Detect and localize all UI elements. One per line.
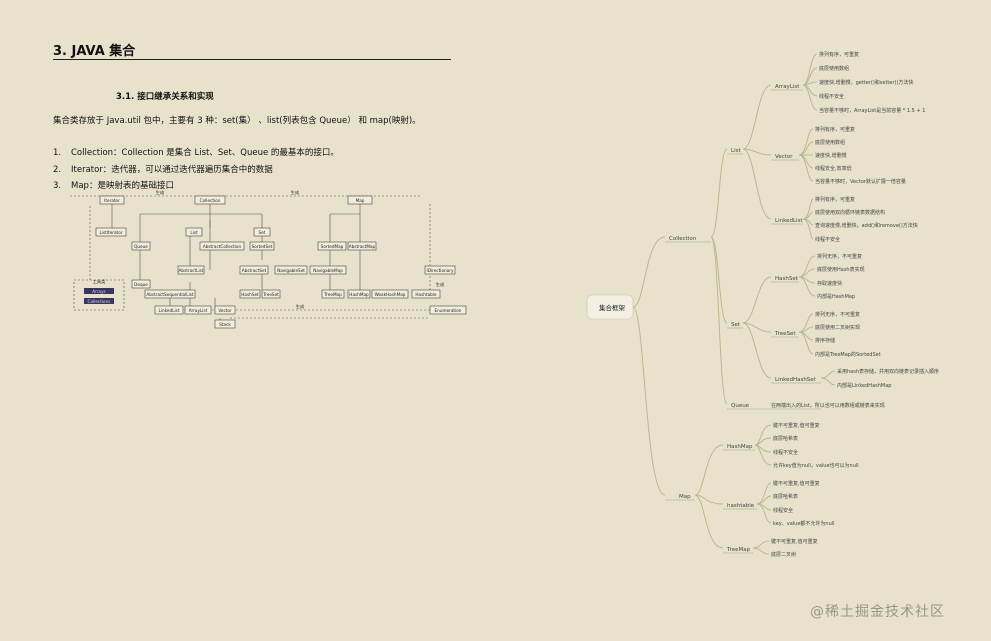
leaf: 排列无序，不可重复 [815,311,860,318]
leaf: 内部是HashMap [817,293,855,300]
node-hashset: HashSet [241,292,259,297]
leaf: 速度快,增删慢，getter()和setter()方法快 [819,79,913,86]
node-linkedlist: LinkedList [775,218,803,224]
leaf: 当容量不够时，Vector默认扩展一倍容量 [815,178,906,185]
node-listiterator: ListIterator [100,230,123,235]
leaf-queue: 在两端出入的List，所以也可以用数组或链表来实现 [771,402,885,409]
edge-label: 生成 [291,190,299,196]
legend-collections: Collections [88,299,111,304]
leaf: 线程不安全 [819,93,844,100]
heading-rule [53,59,451,60]
node-treemap: TreeMap [323,292,342,297]
node-vector: Vector [218,308,232,313]
node-abstractmap: AbstractMap [349,244,376,249]
node-arraylist: ArrayList [775,84,800,90]
leaf: 底层使用二叉树实现 [815,324,860,331]
node-hashset: HashSet [775,276,799,282]
list-item: 1.Collection：Collection 是集合 List、Set、Que… [53,148,339,158]
list-item: 2.Iterator：迭代器，可以通过迭代器遍历集合中的数据 [53,165,273,175]
leaf: 线程安全,效率低 [815,165,852,172]
node-weakhashmap: WeakHashMap [375,292,406,297]
collection-mindmap: 集合框架 Collection Map List Set Queue 在两端出入… [586,51,939,558]
leaf: 采用hash表存储，并用双向链表记录插入顺序 [837,368,939,375]
leaf: 内部是LinkedHashMap [837,382,891,389]
leaf: 允许key值为null，value也可以为null [773,462,859,469]
node-abstractsequentiallist: AbstractSequentialList [146,292,194,297]
node-collection: Collection [200,198,221,203]
watermark: @稀土掘金技术社区 [810,604,945,620]
leaf: 排序存储 [815,337,835,344]
leaf: key、value都不允许为null [773,520,835,527]
node-arraylist: ArrayList [189,308,208,313]
section-heading: 3. JAVA 集合 [53,44,136,59]
node-list: List [190,230,198,235]
root-node [586,294,634,320]
node-stack: Stack [219,322,231,327]
node-map: Map [356,198,365,203]
leaf: 底层哈希表 [773,435,798,442]
legend-arrays: Arrays [92,289,105,294]
leaf: 排列有序，可重复 [819,51,859,58]
leaf: 排列有序，可重复 [815,126,855,133]
leaf: 查询速度慢,增删快，add()和remove()方法快 [815,222,918,229]
node-set: Set [259,230,266,235]
edge-label: 生成 [296,303,304,310]
leaf: 速度快,增删慢 [815,152,847,159]
intro-paragraph: 集合类存放于 Java.util 包中，主要有 3 种：set(集） 、list… [53,116,421,126]
edge-label: 生成 [436,281,444,288]
branch-map: Map [679,494,691,500]
root-label: 集合框架 [599,303,626,312]
leaf: 内部是TreeMap的SortedSet [815,351,881,358]
subsection-heading: 3.1. 接口继承关系和实现 [116,92,214,102]
node-hashtable: hashtable [727,503,755,509]
node-hashtable: Hashtable [415,292,437,297]
leaf: 排列有序，可重复 [815,196,855,203]
leaf: 存取速度快 [817,280,842,287]
branch-collection: Collection [669,236,697,242]
node-idirectionary: IDirectionary [427,268,454,273]
leaf: 底层使用Hash表实现 [817,266,865,273]
node-deque: Deque [134,282,148,287]
node-treeset: TreeSet [262,292,279,297]
node-hashmap: HashMap [727,444,753,450]
node-linkedlist: LinkedList [159,308,180,313]
leaf: 键不可重复,值可重复 [773,480,820,487]
leaf: 排列无序，不可重复 [817,253,862,260]
node-treeset: TreeSet [774,331,796,337]
node-sortedset: SortedSet [252,244,273,249]
legend-title: 工具类 [93,278,106,285]
node-linkedhashset: LinkedHashSet [775,377,817,383]
leaf: 底层使用数组 [815,139,845,146]
leaf: 底层哈希表 [773,493,798,500]
leaf: 线程不安全 [815,236,840,243]
list-item: 3.Map：是映射表的基础接口 [53,181,174,191]
leaf: 底层二叉树 [771,551,796,558]
edge-label: 生成 [156,190,164,196]
leaf: 当容量不够时，ArrayList是当前容量 * 1.5 + 1 [819,107,925,114]
node-navigablemap: NavigableMap [313,268,343,273]
leaf: 线程不安全 [773,449,798,456]
node-abstractset: AbstractSet [242,268,267,273]
node-queue: Queue [134,244,148,249]
node-queue: Queue [731,403,750,409]
node-treemap: TreeMap [726,547,751,553]
node-vector: Vector [775,154,793,160]
collection-hierarchy-diagram: Iterator Collection Map ListIterator Lis… [70,190,467,329]
leaf: 键不可重复,值可重复 [771,538,818,545]
node-abstractlist: AbstractList [179,268,204,273]
node-hashmap: HashMap [349,292,369,297]
node-navigableset: NavigableSet [277,268,305,273]
node-sortedmap: SortedMap [321,244,344,249]
node-enumeration: Enumeration [435,308,462,313]
leaf: 线程安全 [773,507,793,514]
node-iterator: Iterator [104,198,120,203]
node-set: Set [731,322,741,328]
leaf: 底层使用双向循环链表数据结构 [815,209,885,216]
node-list: List [731,148,741,154]
leaf: 底层使用数组 [819,65,849,72]
leaf: 键不可重复,值可重复 [773,422,820,429]
node-abstractcollection: AbstractCollection [203,244,242,249]
